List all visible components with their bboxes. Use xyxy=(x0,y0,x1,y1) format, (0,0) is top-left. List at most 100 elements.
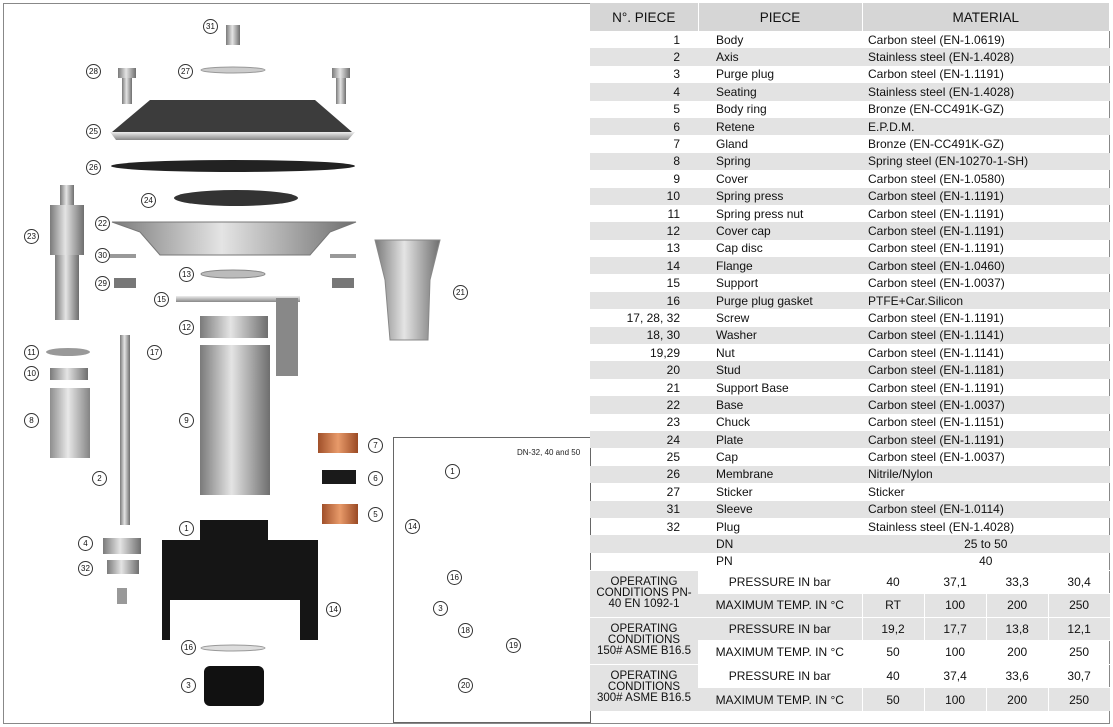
temp-value: 250 xyxy=(1047,593,1110,618)
callout: 25 xyxy=(86,124,101,139)
callout: 9 xyxy=(179,413,194,428)
callout: 27 xyxy=(178,64,193,79)
part-material: Stainless steel (EN-1.4028) xyxy=(862,83,1110,101)
pn-row: PN 40 xyxy=(590,553,1110,570)
table-row: 9 Cover Carbon steel (EN-1.0580) xyxy=(590,170,1110,187)
part-material: Carbon steel (EN-1.0037) xyxy=(868,276,1005,291)
callout: 2 xyxy=(92,471,107,486)
part-piece: Plate xyxy=(698,430,862,449)
part-piece: Cap disc xyxy=(716,241,763,256)
inset-title: DN-32, 40 and 50 xyxy=(517,448,581,457)
dn-32-40-50-inset: DN-32, 40 and 50 xyxy=(393,437,591,723)
callout: 13 xyxy=(179,267,194,282)
part-number: 9 xyxy=(673,171,680,186)
table-row: 5 Body ring Bronze (EN-CC491K-GZ) xyxy=(590,101,1110,118)
pressure-label: PRESSURE IN bar xyxy=(698,569,862,594)
callout: 1 xyxy=(179,521,194,536)
callout: 14 xyxy=(326,602,341,617)
temp-value: 200 xyxy=(985,687,1049,712)
temp-value: 250 xyxy=(1047,640,1110,665)
pressure-value: 33,6 xyxy=(985,663,1049,688)
callout: 7 xyxy=(368,438,383,453)
pressure-value: 12,1 xyxy=(1047,616,1110,641)
part-piece: Cover xyxy=(716,171,749,186)
part-number: 5 xyxy=(673,102,680,117)
part-piece: Spring xyxy=(698,152,862,171)
page-frame xyxy=(3,3,1110,724)
part-material: Carbon steel (EN-1.1151) xyxy=(868,415,1004,430)
temp-value: 100 xyxy=(923,593,987,618)
callout: 21 xyxy=(453,285,468,300)
temp-value: 200 xyxy=(985,593,1049,618)
condition-label: OPERATING CONDITIONS 300# ASME B16.5 xyxy=(590,663,698,712)
part-material: Carbon steel (EN-1.1191) xyxy=(868,380,1004,395)
part-piece: Washer xyxy=(698,326,862,345)
part-piece: Base xyxy=(698,396,862,414)
callout: 12 xyxy=(179,320,194,335)
pressure-label: PRESSURE IN bar xyxy=(698,663,862,688)
inset-callout: 18 xyxy=(458,623,473,638)
temp-value: 50 xyxy=(861,640,925,665)
part-piece: Sleeve xyxy=(698,500,862,518)
part-material: Stainless steel (EN-1.4028) xyxy=(862,48,1110,66)
part-material: Bronze (EN-CC491K-GZ) xyxy=(868,102,1005,117)
callout: 10 xyxy=(24,366,39,381)
part-piece: Nut xyxy=(716,345,735,360)
part-material: Carbon steel (EN-1.0580) xyxy=(868,171,1005,186)
temp-value: 250 xyxy=(1047,687,1110,712)
inset-callout: 1 xyxy=(445,464,460,479)
part-number: 11 xyxy=(667,206,680,221)
part-material: Carbon steel (EN-1.1191) xyxy=(868,310,1004,325)
pressure-value: 37,4 xyxy=(923,663,987,688)
part-piece: Screw xyxy=(716,310,750,325)
part-number: 8 xyxy=(590,152,698,171)
part-number: 15 xyxy=(666,276,680,291)
dn-value: 25 to 50 xyxy=(862,535,1110,553)
header-piece: PIECE xyxy=(698,3,863,31)
callout: 6 xyxy=(368,471,383,486)
part-number: 32 xyxy=(666,519,680,534)
callout: 26 xyxy=(86,160,101,175)
part-number: 25 xyxy=(666,450,680,465)
part-number: 7 xyxy=(673,137,680,152)
part-piece: Body ring xyxy=(716,102,767,117)
part-number: 23 xyxy=(666,415,680,430)
part-number: 18, 30 xyxy=(590,326,698,345)
part-piece: Support Base xyxy=(716,380,789,395)
part-piece: Retene xyxy=(698,117,862,136)
part-number: 27 xyxy=(666,484,680,499)
pressure-label: PRESSURE IN bar xyxy=(698,616,862,641)
part-material: Carbon steel (EN-1.1191) xyxy=(868,241,1004,256)
callout: 17 xyxy=(147,345,162,360)
temp-value: 200 xyxy=(985,640,1049,665)
temp-value: 100 xyxy=(923,687,987,712)
inset-callout: 14 xyxy=(405,519,420,534)
inset-callout: 20 xyxy=(458,678,473,693)
part-material: Carbon steel (EN-1.0460) xyxy=(862,257,1110,275)
callout: 32 xyxy=(78,561,93,576)
pressure-value: 33,3 xyxy=(985,569,1049,594)
part-piece: Cover cap xyxy=(698,222,862,240)
part-material: Carbon steel (EN-1.1191) xyxy=(862,222,1110,240)
part-piece: Spring press xyxy=(698,187,862,205)
temp-value: 100 xyxy=(923,640,987,665)
